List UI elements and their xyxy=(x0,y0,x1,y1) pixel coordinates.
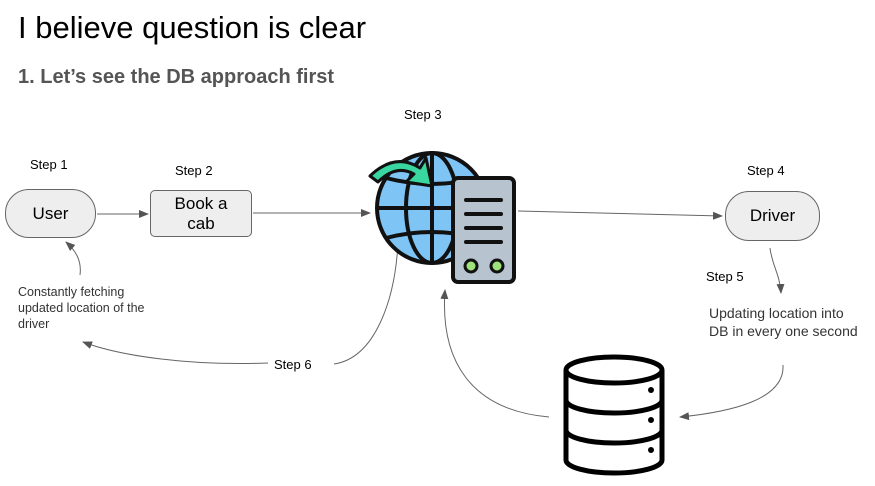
arrow-server-to-driver xyxy=(517,210,723,220)
arrow-server-to-step6 xyxy=(333,242,399,365)
arrow-driver-to-step5 xyxy=(769,247,785,294)
arrow-step6-to-user-note xyxy=(82,341,269,365)
section-subtitle: 1. Let’s see the DB approach first xyxy=(18,66,335,88)
user-node-label: User xyxy=(32,203,69,223)
book-cab-node-label: Book a cab xyxy=(174,193,228,233)
arrow-note-to-user xyxy=(65,241,81,276)
globe-server-icon xyxy=(368,151,516,284)
driver-node: Driver xyxy=(725,191,820,241)
user-node: User xyxy=(5,189,96,238)
step-4-label: Step 4 xyxy=(747,163,785,178)
book-cab-node: Book a cab xyxy=(150,190,252,237)
page-title: I believe question is clear xyxy=(18,10,367,45)
step-3-label: Step 3 xyxy=(404,107,442,122)
database-indicators xyxy=(648,387,654,453)
arrow-db-to-server xyxy=(440,289,550,418)
step-5-label: Step 5 xyxy=(706,269,744,284)
database-icon xyxy=(563,354,665,476)
fetching-note: Constantly fetching updated location of … xyxy=(18,285,145,331)
step-6-label: Step 6 xyxy=(274,357,312,372)
step-1-label: Step 1 xyxy=(30,157,68,172)
updating-note: Updating location into DB in every one s… xyxy=(709,305,858,339)
arrow-update-to-db xyxy=(679,364,784,421)
step-2-label: Step 2 xyxy=(175,163,213,178)
driver-node-label: Driver xyxy=(749,206,796,225)
